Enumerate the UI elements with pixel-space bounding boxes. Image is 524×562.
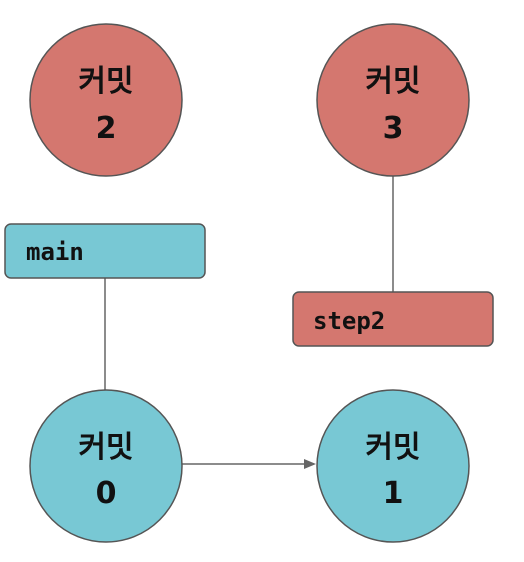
commit-circle-2	[29, 23, 183, 177]
branch-label-text: step2	[313, 307, 385, 335]
branch-label-main[interactable]: main	[4, 223, 206, 279]
commit-node-3[interactable]: 커밋 3	[316, 23, 470, 177]
commit-number: 1	[383, 476, 404, 511]
commit-title: 커밋	[78, 64, 133, 99]
commit-node-1[interactable]: 커밋 1	[316, 389, 470, 543]
branch-label-box	[4, 223, 206, 279]
commit-node-0[interactable]: 커밋 0	[29, 389, 183, 543]
commit-number: 2	[96, 111, 117, 146]
commit-node-2[interactable]: 커밋 2	[29, 23, 183, 177]
branch-label-text: main	[26, 238, 84, 266]
commit-title: 커밋	[78, 430, 133, 465]
commit-circle-3	[316, 23, 470, 177]
commit-title: 커밋	[365, 430, 420, 465]
commit-number: 3	[383, 111, 404, 146]
commit-circle-0	[29, 389, 183, 543]
commit-circle-1	[316, 389, 470, 543]
branch-label-box	[292, 291, 494, 347]
commit-number: 0	[96, 476, 117, 511]
branch-label-step2[interactable]: step2	[292, 291, 494, 347]
commit-title: 커밋	[365, 64, 420, 99]
